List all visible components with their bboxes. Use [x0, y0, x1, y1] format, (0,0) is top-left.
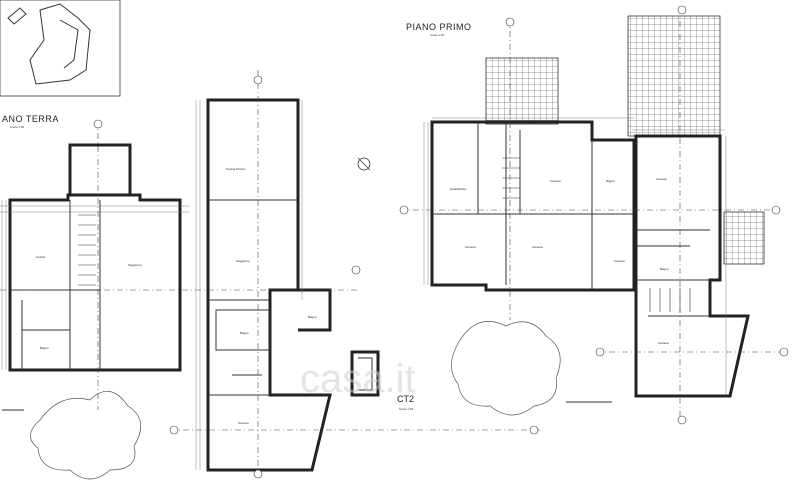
ground-floor-scale: Scala 1:50 — [10, 125, 25, 129]
room-label: Camera — [658, 341, 669, 345]
tree-outlines — [30, 321, 561, 480]
room-label: Cucina — [36, 255, 46, 259]
roof-hatch — [627, 15, 721, 137]
room-label: Cucina Pranzo — [226, 167, 246, 171]
stairs-first-a — [502, 157, 520, 199]
ct2-title: CT2 — [397, 394, 414, 404]
inset-sketch — [0, 0, 121, 97]
room-label: Bagno — [606, 179, 615, 183]
watermark-logo: casa.it — [300, 357, 416, 401]
room-label: Camera — [532, 245, 543, 249]
first-floor-building-b: Camera Bagno Camera Camera — [614, 15, 765, 398]
room-label: Bagno — [240, 331, 249, 335]
ground-floor-building-a: Cucina Soggiorno Bagno — [8, 143, 182, 372]
stairs-first-b — [649, 288, 691, 312]
room-label: Bagno — [660, 267, 669, 271]
room-label: Bagno — [308, 315, 317, 319]
room-label: Camera — [614, 259, 625, 263]
room-label: Guardaroba — [450, 187, 466, 191]
first-floor-building-a: Guardaroba Camera Bagno Camera Camera — [430, 57, 636, 292]
roof-hatch — [485, 57, 559, 125]
first-floor-scale: Scala 1:50 — [430, 33, 445, 37]
room-label: Camera — [550, 179, 561, 183]
room-label: Camera — [656, 177, 667, 181]
scale-bar — [2, 401, 612, 411]
ct2-plan: CT2 Scala 1:50 — [350, 350, 414, 411]
room-label: Camera — [238, 421, 249, 425]
room-label: Soggiorno — [236, 259, 250, 263]
ground-floor-building-b: Cucina Pranzo Soggiorno Bagno Bagno Came… — [206, 98, 332, 472]
room-label: Soggiorno — [128, 263, 142, 267]
stairs-ground-a — [78, 214, 96, 286]
dimension-lines — [0, 100, 727, 470]
room-label: Bagno — [40, 346, 49, 350]
ct2-scale: Scala 1:50 — [399, 407, 414, 411]
north-arrow-icon — [357, 157, 371, 171]
room-label: Camera — [465, 245, 476, 249]
first-floor-title: PIANO PRIMO — [406, 22, 472, 32]
section-axes — [0, 8, 790, 478]
section-markers — [93, 5, 789, 479]
ground-floor-title: ANO TERRA — [2, 114, 59, 124]
roof-hatch — [723, 211, 765, 265]
